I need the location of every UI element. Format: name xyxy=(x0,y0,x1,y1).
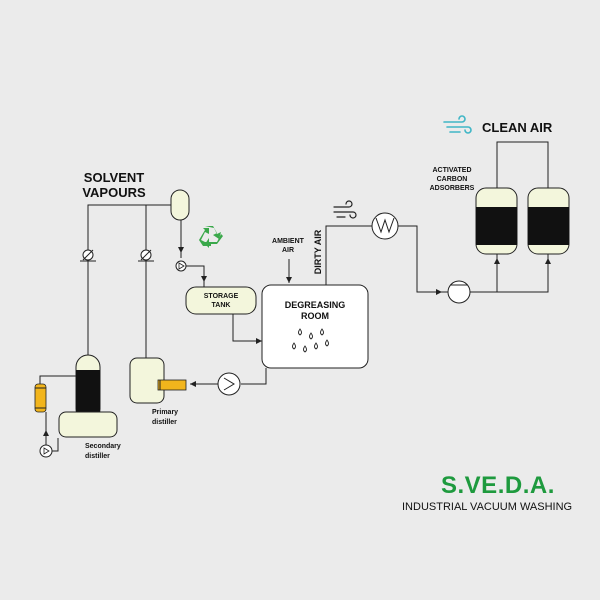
heater-element xyxy=(34,383,47,413)
carbon-adsorber xyxy=(475,187,518,255)
pump-icon xyxy=(217,372,241,396)
storage-tank-label: STORAGE xyxy=(204,293,239,300)
degreasing-room-label: ROOM xyxy=(301,311,329,321)
heater-element xyxy=(157,379,187,391)
secondary-distiller-label: distiller xyxy=(85,453,110,460)
recycle-icon xyxy=(199,226,223,248)
ambient-air-label: AIR xyxy=(282,247,294,254)
degreasing-room xyxy=(261,284,369,369)
secondary-distiller-label: Secondary xyxy=(85,443,121,450)
primary-distiller-label: distiller xyxy=(152,419,177,426)
ambient-air-label: AMBIENT xyxy=(272,238,305,245)
secondary-distiller xyxy=(58,411,118,438)
degreasing-room-label: DEGREASING xyxy=(285,300,346,310)
brand-name: S.VE.D.A. xyxy=(441,472,555,499)
pump-icon xyxy=(39,444,53,458)
storage-tank xyxy=(185,286,257,315)
storage-tank-label: TANK xyxy=(212,302,231,309)
solvent-vapours-label: SOLVENT xyxy=(84,170,144,185)
wind-icon xyxy=(333,200,357,219)
activated-label: CARBON xyxy=(437,176,468,183)
carbon-adsorber xyxy=(527,187,570,255)
valve-icon xyxy=(80,249,96,262)
valve-icon xyxy=(138,249,154,262)
fan-icon xyxy=(447,280,471,304)
heat-exchanger-icon xyxy=(371,212,399,240)
activated-label: ADSORBERS xyxy=(430,185,475,192)
droplet-icon xyxy=(292,328,329,353)
activated-label: ACTIVATED xyxy=(432,167,471,174)
brand-tagline: INDUSTRIAL VACUUM WASHING xyxy=(402,501,572,513)
pump-icon xyxy=(175,260,187,272)
primary-distiller-label: Primary xyxy=(152,409,178,416)
vapour-condenser xyxy=(170,189,190,221)
clean-air-label: CLEAN AIR xyxy=(482,120,553,135)
clean-air-icon xyxy=(443,115,472,134)
dirty-air-label: DIRTY AIR xyxy=(313,229,323,274)
solvent-vapours-label: VAPOURS xyxy=(82,185,146,200)
